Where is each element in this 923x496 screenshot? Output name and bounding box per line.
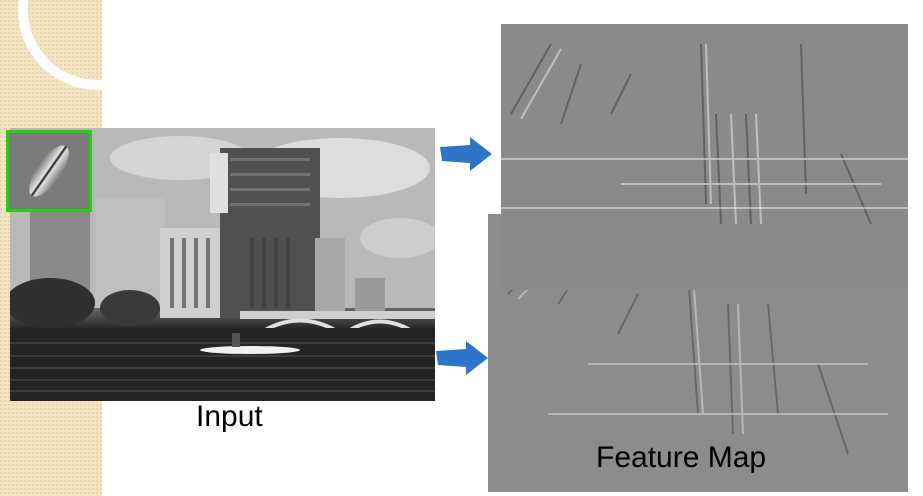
filter-kernel bbox=[6, 130, 92, 212]
right-arrow-icon bbox=[440, 137, 492, 171]
feature-map-label: Feature Map bbox=[596, 441, 767, 474]
right-arrow-icon bbox=[436, 341, 488, 375]
feature-map-1 bbox=[501, 24, 908, 290]
input-label: Input bbox=[196, 400, 263, 433]
